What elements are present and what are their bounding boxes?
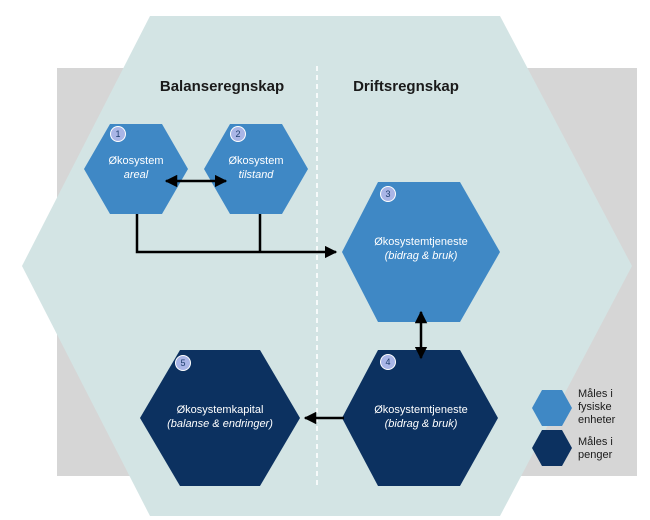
node-3-subtitle: (bidrag & bruk) (384, 250, 458, 262)
legend-hexagon-light (532, 390, 572, 426)
legend-physical-units: Måles i fysiske enheter (578, 388, 616, 426)
hexagon-5 (140, 350, 300, 486)
node-5-subtitle: (balanse & endringer) (167, 418, 273, 430)
hexagon-1 (84, 124, 188, 214)
legend-money: Måles i penger (578, 436, 613, 461)
connector-1-to-3 (135, 214, 338, 259)
hexagon-3 (342, 182, 500, 322)
badge-1: 1 (110, 126, 126, 142)
badge-4: 4 (380, 354, 396, 370)
node-5-title: Økosystemkapital (176, 404, 264, 416)
node-1-label: Økosystem areal (108, 154, 163, 182)
node-3-label: Økosystemtjeneste (bidrag & bruk) (374, 235, 468, 263)
node-4-label: Økosystemtjeneste (bidrag & bruk) (374, 403, 468, 431)
node-5-label: Økosystemkapital (balanse & endringer) (167, 403, 273, 431)
node-3-title: Økosystemtjeneste (374, 236, 468, 248)
hexagon-2 (204, 124, 308, 214)
node-4-subtitle: (bidrag & bruk) (384, 418, 458, 430)
badge-2: 2 (230, 126, 246, 142)
badge-3: 3 (380, 186, 396, 202)
node-1-subtitle: areal (123, 169, 149, 181)
node-2-label: Økosystem tilstand (228, 154, 283, 182)
node-2-subtitle: tilstand (238, 169, 274, 181)
heading-driftsregnskap: Driftsregnskap (353, 78, 459, 95)
hexagon-4 (342, 350, 498, 486)
node-1-title: Økosystem (108, 155, 164, 167)
node-2-title: Økosystem (228, 155, 284, 167)
badge-5: 5 (175, 355, 191, 371)
node-4-title: Økosystemtjeneste (374, 404, 468, 416)
heading-balanseregnskap: Balanseregnskap (159, 78, 285, 95)
legend-hexagon-dark (532, 430, 572, 466)
